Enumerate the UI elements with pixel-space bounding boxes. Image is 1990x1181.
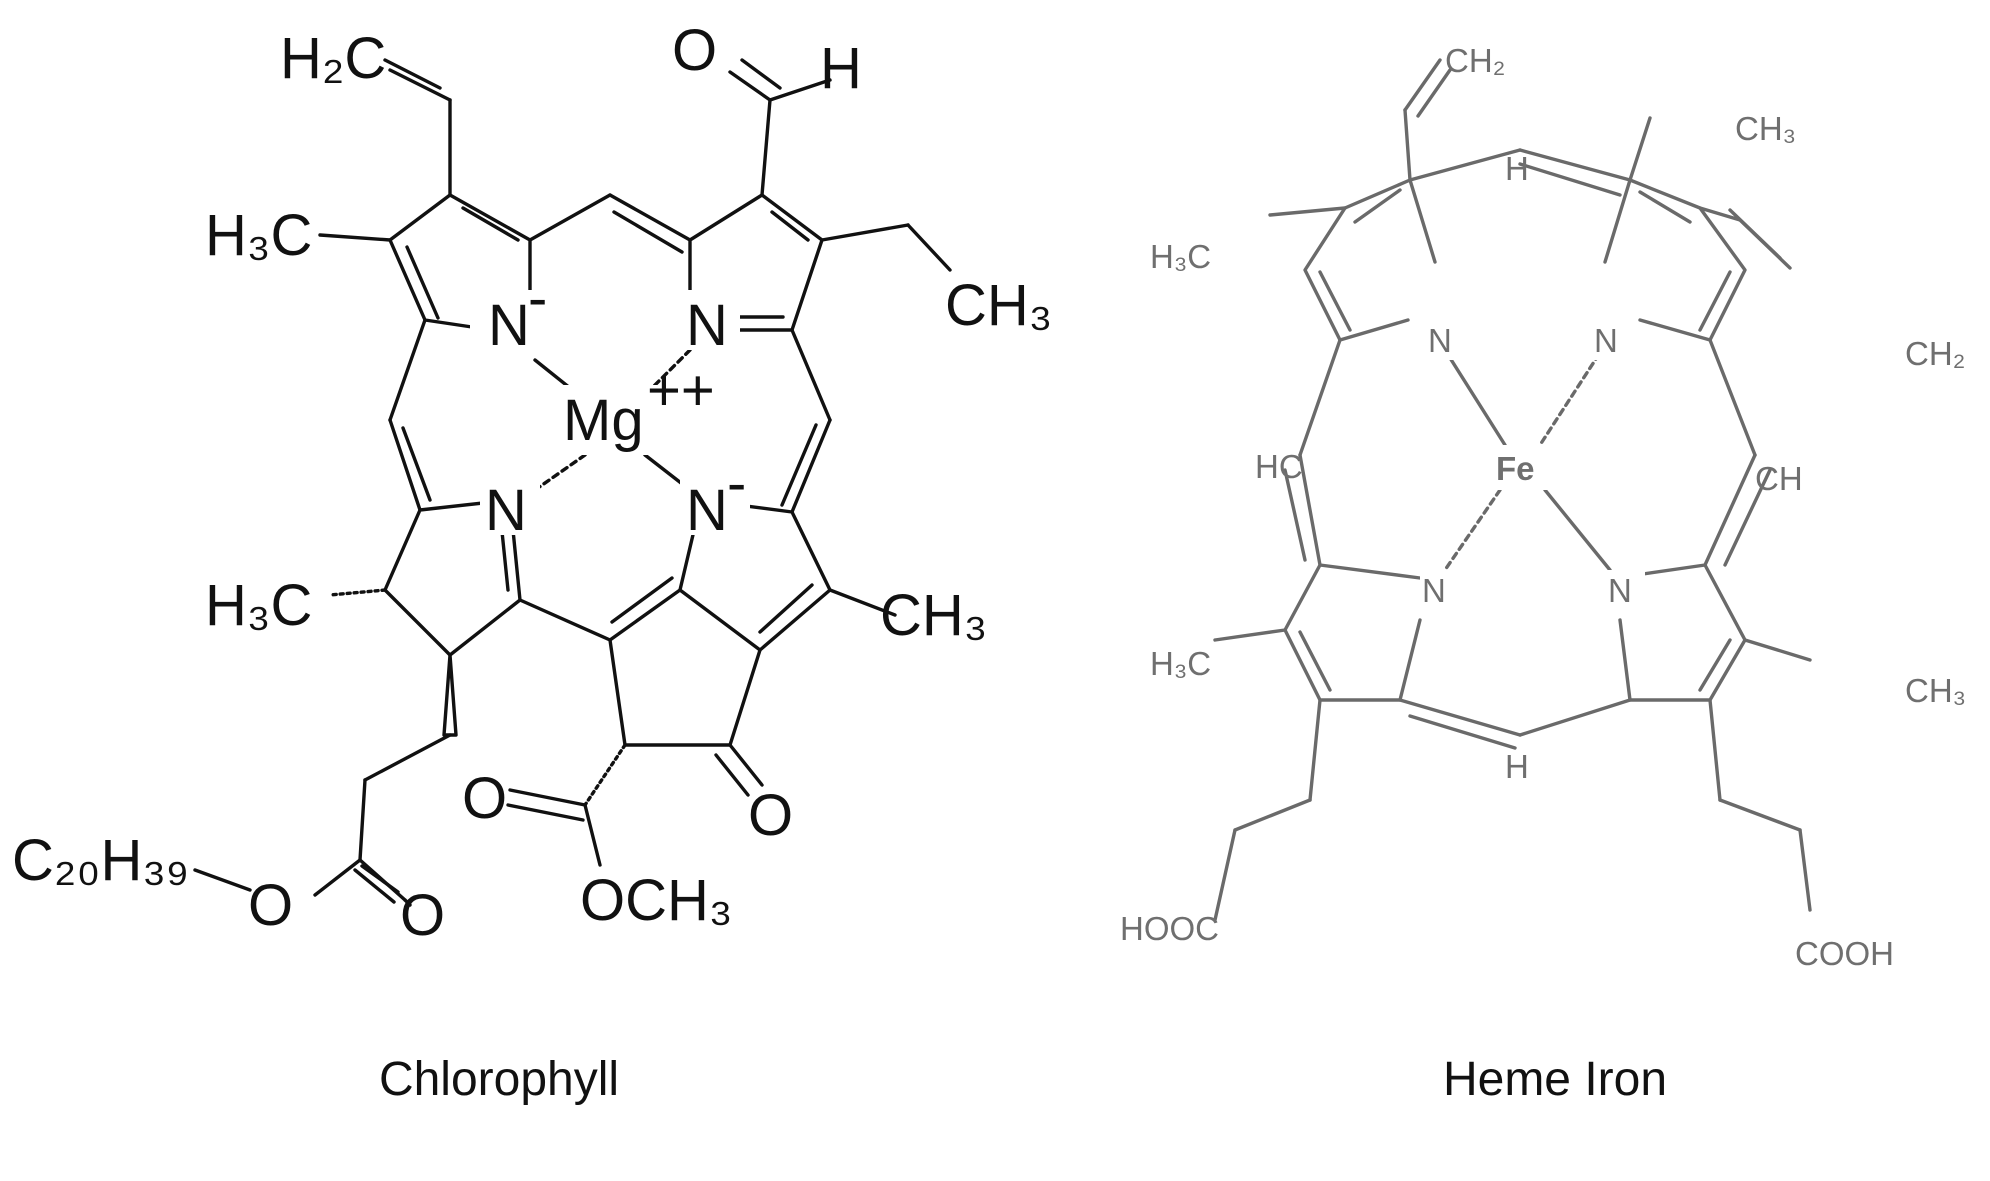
heme-iron: Fe xyxy=(1496,450,1535,487)
chlorophyll-structure: N - N Mg ++ N N - H₂C O H H₃C CH₃ CH₃ H₃… xyxy=(12,18,1052,948)
heme-cooh-right: COOH xyxy=(1795,935,1894,972)
chl-n-bottom-right: N xyxy=(686,478,728,543)
heme-bridge-h-top: H xyxy=(1505,150,1529,187)
chl-ethyl-ch3: CH₃ xyxy=(945,273,1052,338)
chl-magnesium: Mg xyxy=(563,388,644,453)
chl-n-bottom-left: N xyxy=(485,478,527,543)
heme-methyl-bottom-left: H₃C xyxy=(1150,645,1211,682)
chl-methyl-ring-a: H₃C xyxy=(205,203,312,268)
chl-keto-o: O xyxy=(748,783,793,848)
heme-n-top-right: N xyxy=(1594,322,1618,359)
chl-n-charge-bottom-right: - xyxy=(727,451,746,516)
heme-bridge-h-bottom: H xyxy=(1505,748,1529,785)
chl-phytyl-ester-chain: C₂₀H₃₉ xyxy=(12,828,189,893)
chl-magnesium-charge: ++ xyxy=(647,358,715,423)
heme-iron-caption: Heme Iron xyxy=(1443,1053,1667,1106)
chl-propionate-carbonyl-o: O xyxy=(400,883,445,948)
heme-methyl-top-right: CH₃ xyxy=(1735,110,1796,147)
chl-vinyl-h2c: H₂C xyxy=(280,26,386,91)
chl-formyl-h: H xyxy=(820,36,862,101)
heme-bridge-ch-right: CH xyxy=(1755,460,1803,497)
heme-structure: N N Fe N N H H HC CH CH₂ CH₃ H₃C CH₂ H₃C… xyxy=(1120,42,1966,972)
heme-n-top-left: N xyxy=(1428,322,1452,359)
heme-vinyl-ch2-right: CH₂ xyxy=(1905,335,1965,372)
chl-ester-och3: OCH₃ xyxy=(580,868,733,933)
chl-n-charge-top-left: - xyxy=(528,266,547,331)
heme-bridge-hc-left: HC xyxy=(1255,448,1303,485)
chlorophyll-caption: Chlorophyll xyxy=(379,1053,619,1106)
chl-n-top-left: N xyxy=(488,293,530,358)
heme-vinyl-ch2-top: CH₂ xyxy=(1445,42,1505,79)
chl-ester-carbonyl-o: O xyxy=(462,766,507,831)
chl-methyl-ring-c: CH₃ xyxy=(880,583,987,648)
heme-hooc-left: HOOC xyxy=(1120,910,1219,947)
heme-n-bottom-left: N xyxy=(1422,572,1446,609)
chl-methyl-ring-d: H₃C xyxy=(205,573,312,638)
chl-propionate-o: O xyxy=(248,873,293,938)
heme-methyl-top-left: H₃C xyxy=(1150,238,1211,275)
chl-n-top-right: N xyxy=(686,293,728,358)
chl-formyl-o: O xyxy=(672,18,717,83)
heme-methyl-bottom-right: CH₃ xyxy=(1905,672,1966,709)
heme-n-bottom-right: N xyxy=(1608,572,1632,609)
